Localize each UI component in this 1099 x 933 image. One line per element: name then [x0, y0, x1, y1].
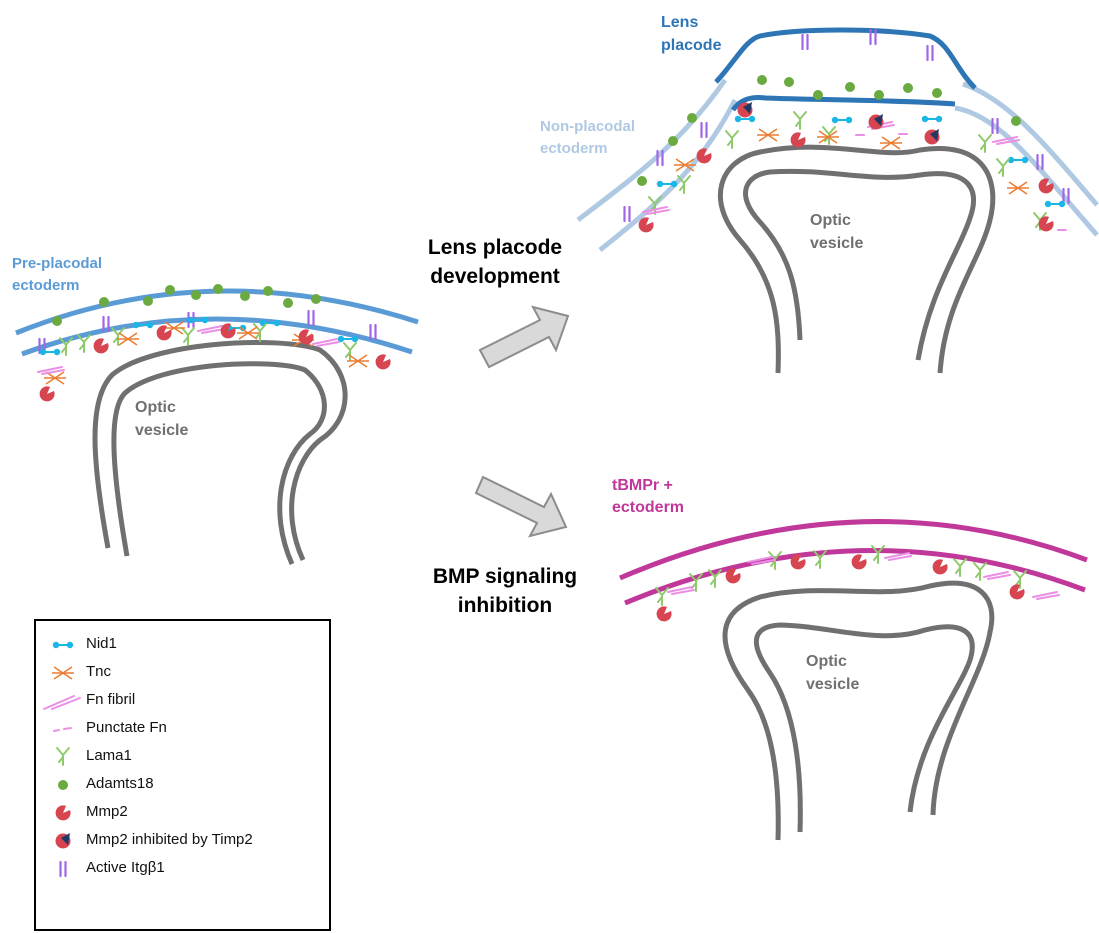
legend-item-punctate-fn: Punctate Fn: [36, 715, 329, 743]
legend-item-nid1: Nid1: [36, 631, 329, 659]
tbmpr-label-1: tBMPr +: [612, 477, 673, 494]
adamts18-icon: [48, 773, 78, 797]
non-placodal-label-2: ectoderm: [540, 140, 608, 157]
mmp2-icon: [48, 801, 78, 825]
arrow-bottom-label: BMP signaling inhibition: [410, 562, 600, 620]
legend-label: Punctate Fn: [86, 719, 167, 736]
svg-text:ectoderm: ectoderm: [612, 499, 684, 516]
pre-placodal-panel: [16, 284, 418, 564]
tnc-icon: [48, 661, 78, 685]
legend-label: Adamts18: [86, 775, 154, 792]
arrow-top-label-2: development: [405, 262, 585, 291]
lens-placode-label-2: placode: [661, 37, 722, 54]
svg-text:vesicle: vesicle: [806, 676, 859, 693]
legend-item-lama1: Lama1: [36, 743, 329, 771]
arrow-to-lens: [480, 307, 568, 367]
pre-placodal-label-2: ectoderm: [12, 277, 80, 294]
non-placodal-label-1: Non-placodal: [540, 118, 635, 135]
punctate-fn-icon: [48, 717, 78, 741]
mmp2-timp2-icon: [48, 829, 78, 853]
lens-placode-label-1: Lens: [661, 14, 698, 31]
nid1-icon: [48, 633, 78, 657]
lens-placode-inner: [733, 98, 955, 111]
fn-fibril-icon: [42, 689, 82, 713]
svg-text:ectoderm: ectoderm: [540, 140, 608, 157]
legend-item-tnc: Tnc: [36, 659, 329, 687]
legend-label: Mmp2 inhibited by Timp2: [86, 831, 253, 848]
optic-vesicle-bottom-inner: [756, 625, 972, 832]
legend-item-adamts18: Adamts18: [36, 771, 329, 799]
svg-text:Optic: Optic: [135, 399, 176, 416]
tbmpr-label-2: ectoderm: [612, 499, 684, 516]
optic-vesicle-top-label-2: vesicle: [810, 235, 863, 252]
arrow-top-label-1: Lens placode: [405, 233, 585, 262]
legend-label: Nid1: [86, 635, 117, 652]
optic-vesicle-bottom-outer: [725, 583, 992, 840]
svg-text:Pre-placodal: Pre-placodal: [12, 255, 102, 272]
legend-item-itgb1: Active Itgβ1: [36, 855, 329, 883]
svg-text:Optic: Optic: [810, 212, 851, 229]
svg-text:vesicle: vesicle: [135, 422, 188, 439]
arrow-top-label: Lens placode development: [405, 233, 585, 291]
svg-text:Optic: Optic: [806, 653, 847, 670]
legend-label: Lama1: [86, 747, 132, 764]
lama1-icon: [48, 745, 78, 769]
svg-text:Lens: Lens: [661, 14, 698, 31]
lens-placode-outer: [716, 30, 975, 88]
non-placodal-outer-right: [963, 84, 1097, 205]
arrow-to-tbmpr: [476, 477, 566, 536]
legend: Nid1 Tnc Fn fibril Punctate Fn Lama1 Ada…: [34, 619, 331, 931]
svg-text:vesicle: vesicle: [810, 235, 863, 252]
legend-label: Tnc: [86, 663, 111, 680]
optic-vesicle-left-label-1: Optic: [135, 399, 176, 416]
pre-placodal-label-1: Pre-placodal: [12, 255, 102, 272]
legend-label: Fn fibril: [86, 691, 135, 708]
legend-label: Mmp2: [86, 803, 128, 820]
svg-text:tBMPr +: tBMPr +: [612, 477, 673, 494]
legend-item-mmp2: Mmp2: [36, 799, 329, 827]
optic-vesicle-bottom-label-2: vesicle: [806, 676, 859, 693]
itgb1-icon: [48, 857, 78, 881]
optic-vesicle-left-label-2: vesicle: [135, 422, 188, 439]
svg-text:Non-placodal: Non-placodal: [540, 118, 635, 135]
svg-text:ectoderm: ectoderm: [12, 277, 80, 294]
lens-placode-panel: [578, 30, 1097, 373]
optic-vesicle-top-label-1: Optic: [810, 212, 851, 229]
legend-label: Active Itgβ1: [86, 859, 165, 876]
arrow-bottom-label-1: BMP signaling: [410, 562, 600, 591]
legend-item-mmp2-timp2: Mmp2 inhibited by Timp2: [36, 827, 329, 855]
legend-item-fn-fibril: Fn fibril: [36, 687, 329, 715]
svg-text:placode: placode: [661, 37, 722, 54]
optic-vesicle-bottom-label-1: Optic: [806, 653, 847, 670]
arrow-bottom-label-2: inhibition: [410, 591, 600, 620]
